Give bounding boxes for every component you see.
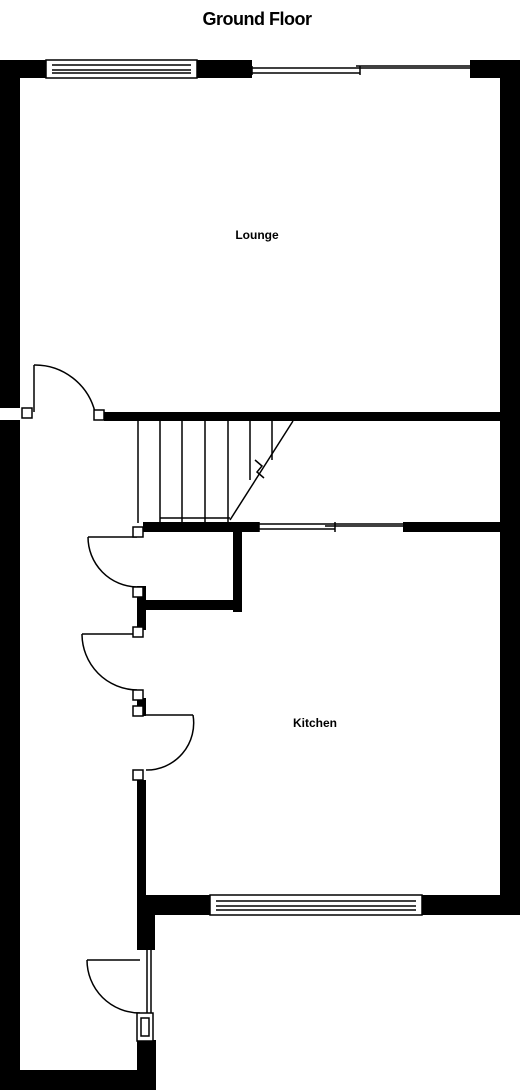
window-lounge-left bbox=[45, 59, 198, 79]
lounge-divider-wall bbox=[104, 412, 520, 421]
front-door bbox=[86, 950, 154, 1042]
doors bbox=[21, 364, 195, 1042]
sliding-door-lounge bbox=[251, 65, 470, 75]
cupboard-right-wall bbox=[233, 522, 242, 612]
kitchen-door-inner bbox=[132, 705, 195, 781]
cupboard-bottom-wall bbox=[137, 600, 242, 610]
cupboard-door bbox=[87, 526, 144, 598]
hall-wall-a bbox=[137, 586, 146, 630]
floor-title: Ground Floor bbox=[203, 9, 312, 29]
porch-right-wall-bottom bbox=[137, 1040, 156, 1090]
hall-wall-c bbox=[137, 780, 146, 915]
kitchen-top-wall-right bbox=[403, 522, 520, 532]
internal-walls bbox=[104, 412, 520, 915]
right-wall bbox=[500, 60, 520, 915]
porch-bottom-wall bbox=[0, 1070, 156, 1090]
cupboard-top-wall bbox=[143, 522, 259, 532]
room-label-lounge: Lounge bbox=[235, 228, 279, 242]
left-wall-upper bbox=[0, 60, 20, 408]
sliding-door-kitchen bbox=[258, 522, 403, 532]
lounge-door bbox=[21, 364, 105, 421]
window-kitchen bbox=[209, 894, 423, 916]
room-label-kitchen: Kitchen bbox=[293, 716, 337, 730]
outer-walls bbox=[0, 60, 520, 1090]
staircase bbox=[137, 420, 294, 523]
kitchen-bottom-wall-left bbox=[137, 895, 210, 915]
top-wall-mid bbox=[197, 60, 252, 78]
left-wall-lower bbox=[0, 420, 20, 1090]
kitchen-door-hall bbox=[81, 626, 144, 701]
kitchen-bottom-wall-right bbox=[422, 895, 520, 915]
